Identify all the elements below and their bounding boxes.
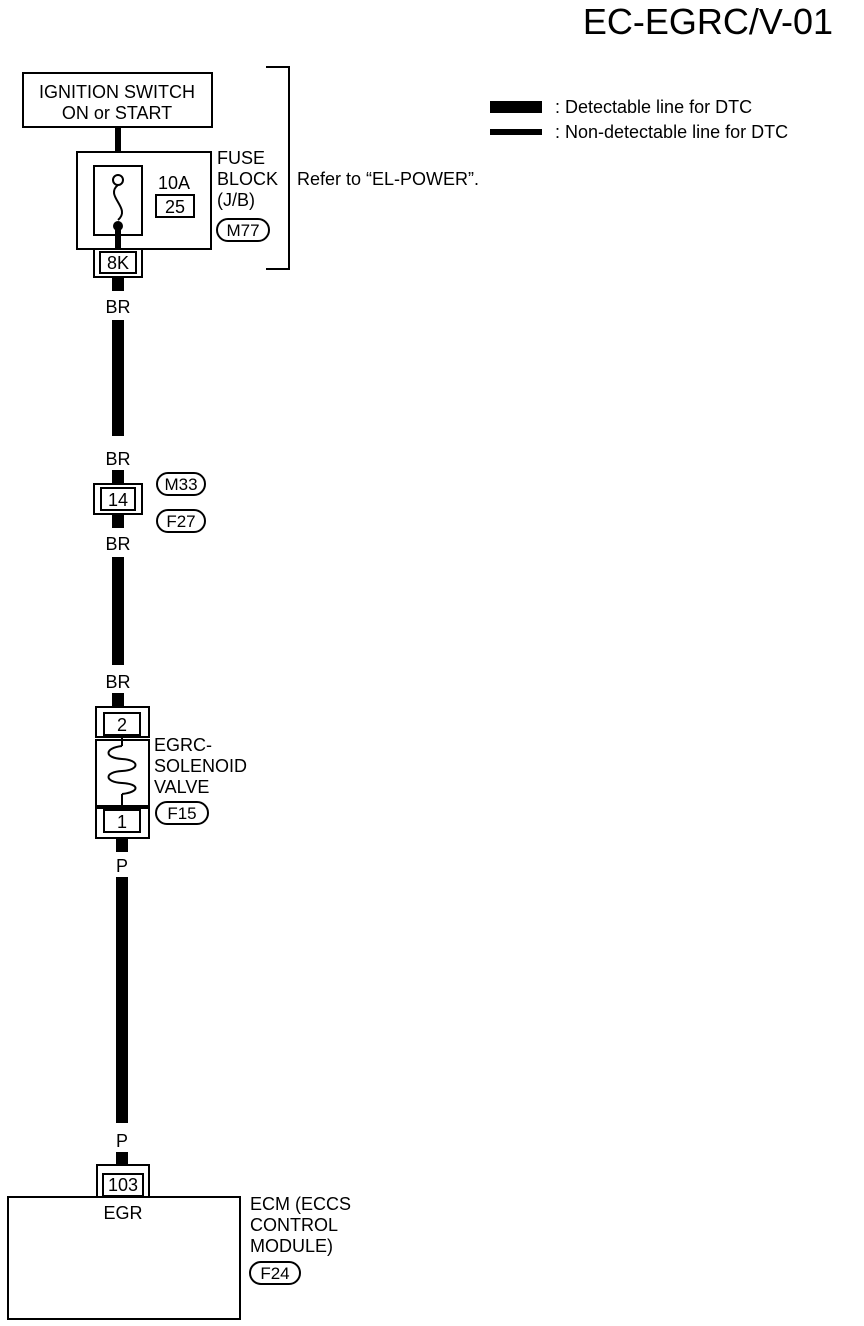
joint-connector: 14 M33 F27 bbox=[93, 472, 206, 533]
solenoid-name-line1: EGRC- bbox=[154, 735, 212, 755]
fuse-terminal-top bbox=[112, 174, 124, 186]
ecm-name-line3: MODULE) bbox=[250, 1236, 333, 1256]
ecm-name-line2: CONTROL bbox=[250, 1215, 338, 1235]
ecm-terminal-label: EGR bbox=[103, 1203, 142, 1223]
joint-terminal-box bbox=[100, 487, 136, 511]
wire-br-stub-1 bbox=[112, 277, 124, 291]
wire-br-segment-1 bbox=[112, 320, 124, 436]
fuse-number-box bbox=[155, 194, 195, 218]
ignition-switch-box bbox=[22, 72, 213, 128]
legend-non-detectable-label: : Non-detectable line for DTC bbox=[555, 122, 788, 142]
wire-color-br-3: BR bbox=[105, 534, 130, 554]
egrc-solenoid-valve: 2 1 EGRC- SOLENOID VALVE F15 bbox=[95, 706, 247, 839]
wire-br-stub-2 bbox=[112, 470, 124, 484]
fuse-block: 10A 25 8K FUSE BLOCK (J/B) M77 bbox=[76, 148, 278, 278]
solenoid-top-terminal-box bbox=[103, 712, 141, 736]
joint-terminal: 14 bbox=[108, 490, 128, 510]
fuse-rating: 10A bbox=[158, 173, 190, 193]
solenoid-connector-badge bbox=[155, 801, 209, 825]
joint-connector-top: M33 bbox=[164, 475, 197, 494]
joint-connector-bottom-badge bbox=[156, 509, 206, 533]
legend: : Detectable line for DTC : Non-detectab… bbox=[490, 97, 788, 142]
fuse-block-name-line3: (J/B) bbox=[217, 190, 255, 210]
solenoid-bottom-terminal-box bbox=[103, 809, 141, 833]
solenoid-name-line3: VALVE bbox=[154, 777, 209, 797]
ecm-terminal: 103 bbox=[108, 1175, 138, 1195]
legend-detectable-swatch bbox=[490, 101, 542, 113]
wire-color-br-1: BR bbox=[105, 297, 130, 317]
power-reference: Refer to “EL-POWER”. bbox=[297, 169, 479, 189]
legend-detectable-label: : Detectable line for DTC bbox=[555, 97, 752, 117]
wire-color-br-2: BR bbox=[105, 449, 130, 469]
fuse-block-connector-badge bbox=[216, 218, 270, 242]
wire-br-segment-2 bbox=[112, 557, 124, 665]
fuse-number: 25 bbox=[165, 197, 185, 217]
wire-color-p-1: P bbox=[116, 856, 128, 876]
wire-br-stub-3 bbox=[112, 514, 124, 528]
page-code: EC-EGRC/V-01 bbox=[583, 1, 833, 42]
solenoid-terminal-top: 2 bbox=[117, 715, 127, 735]
wire-p-segment bbox=[116, 877, 128, 1123]
fuse-element-icon bbox=[112, 184, 124, 221]
fuse-block-name-line2: BLOCK bbox=[217, 169, 278, 189]
ignition-switch: IGNITION SWITCH ON or START bbox=[22, 72, 213, 128]
fuse-terminal-box bbox=[99, 251, 137, 274]
ecm-connector: F24 bbox=[260, 1264, 289, 1283]
fuse-block-name-line1: FUSE bbox=[217, 148, 265, 168]
power-bracket bbox=[266, 66, 290, 270]
ecm-name-line1: ECM (ECCS bbox=[250, 1194, 351, 1214]
solenoid-connector: F15 bbox=[167, 804, 196, 823]
wire-color-p-2: P bbox=[116, 1131, 128, 1151]
ignition-switch-line2: ON or START bbox=[62, 103, 172, 123]
wire-p-stub-1 bbox=[116, 838, 128, 852]
legend-non-detectable-swatch bbox=[490, 129, 542, 135]
fuse-lead bbox=[115, 226, 121, 254]
fuse-terminal: 8K bbox=[107, 253, 129, 273]
joint-connector-top-badge bbox=[156, 472, 206, 496]
fuse-block-connector: M77 bbox=[226, 221, 259, 240]
wire-color-br-4: BR bbox=[105, 672, 130, 692]
solenoid-coil-icon bbox=[107, 745, 137, 795]
ecm: 103 EGR ECM (ECCS CONTROL MODULE) F24 bbox=[7, 1164, 351, 1320]
wire-ignition-to-fuse bbox=[115, 127, 121, 173]
solenoid-name-line2: SOLENOID bbox=[154, 756, 247, 776]
wire-p-stub-2 bbox=[116, 1152, 128, 1165]
joint-connector-bottom: F27 bbox=[166, 512, 195, 531]
ecm-box bbox=[7, 1196, 241, 1320]
ignition-switch-line1: IGNITION SWITCH bbox=[39, 82, 195, 102]
wire-br-stub-4 bbox=[112, 693, 124, 707]
solenoid-terminal-bottom: 1 bbox=[117, 812, 127, 832]
ecm-connector-badge bbox=[249, 1261, 301, 1285]
